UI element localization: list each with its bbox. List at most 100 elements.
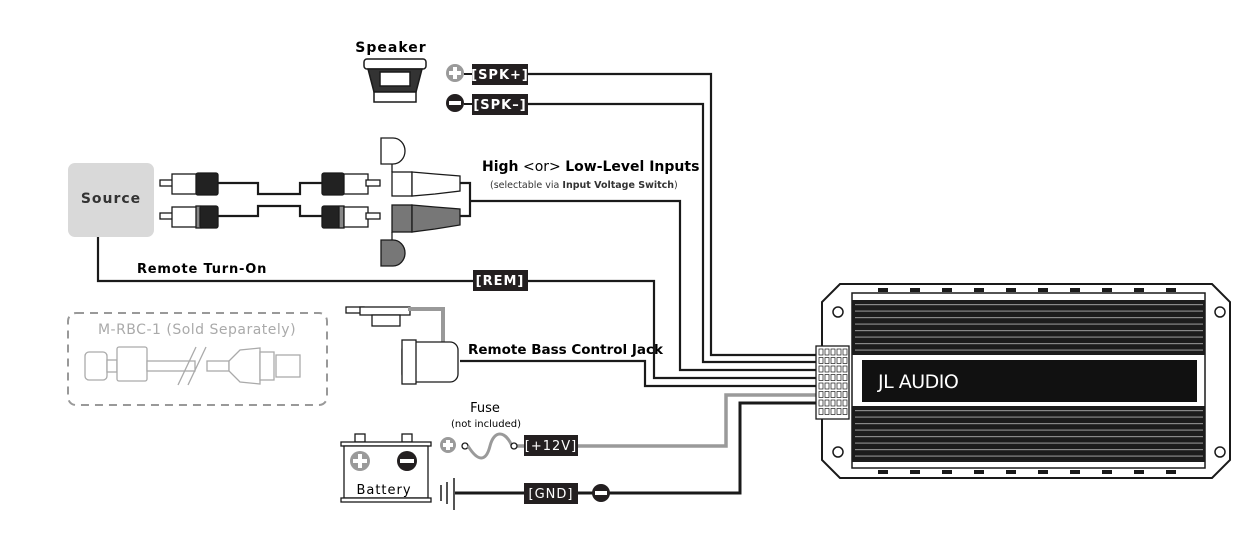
negative-terminal-icon bbox=[446, 94, 472, 112]
screw-icon bbox=[910, 470, 920, 474]
connector-pin bbox=[836, 391, 842, 398]
screw-icon bbox=[1006, 288, 1016, 292]
spk-pos-tag: [SPK+] bbox=[471, 64, 529, 85]
connector-pin bbox=[818, 365, 824, 373]
connector-pin bbox=[818, 357, 824, 364]
connector-pin bbox=[830, 391, 836, 398]
connector-pin bbox=[842, 408, 848, 415]
amplifier-logo-band bbox=[862, 360, 1197, 402]
connector-pin bbox=[818, 408, 824, 415]
wire-rca-2 bbox=[218, 204, 322, 218]
connector-pin bbox=[836, 374, 842, 381]
connector-pin bbox=[836, 399, 842, 407]
connector-pin bbox=[842, 348, 848, 356]
battery-label: Battery bbox=[356, 483, 411, 498]
amplifier: JL AUDIO bbox=[815, 283, 1231, 479]
wire-rca-1 bbox=[218, 181, 322, 196]
inputs-sub-a: (selectable via bbox=[490, 180, 559, 191]
amplifier-connector bbox=[815, 345, 850, 420]
connector-pin bbox=[830, 408, 836, 415]
input-adapter-icon bbox=[380, 137, 461, 267]
rca-plug-icon bbox=[321, 205, 381, 229]
connector-pin bbox=[836, 348, 842, 356]
connector-pin bbox=[836, 408, 842, 415]
connector-pin bbox=[818, 374, 824, 381]
inputs-sub-c: ) bbox=[674, 180, 678, 191]
svg-text:[+12V]: [+12V] bbox=[525, 439, 577, 454]
screw-icon bbox=[942, 288, 952, 292]
negative-terminal-icon bbox=[592, 484, 610, 502]
remote-turn-on-label: Remote Turn-On bbox=[137, 262, 267, 277]
wire-12v bbox=[516, 393, 818, 448]
wire-gnd bbox=[455, 401, 818, 495]
connector-pin bbox=[824, 399, 830, 407]
source-label: Source bbox=[81, 191, 141, 207]
connector-pin bbox=[830, 382, 836, 390]
connector-pin bbox=[818, 382, 824, 390]
svg-text:[SPK–]: [SPK–] bbox=[473, 98, 526, 113]
connector-pins bbox=[818, 348, 848, 415]
wire-spk-pos bbox=[528, 72, 818, 357]
connector-pin bbox=[824, 391, 830, 398]
heatsink-fins bbox=[852, 288, 1205, 474]
mrbc-label: M-RBC-1 (Sold Separately) bbox=[98, 322, 296, 338]
connector-pin bbox=[824, 357, 830, 364]
v12-tag: [+12V] bbox=[524, 435, 578, 456]
svg-text:[SPK+]: [SPK+] bbox=[471, 68, 529, 83]
inputs-title-or: <or> bbox=[523, 159, 561, 175]
wire-remote bbox=[96, 237, 818, 380]
screw-icon bbox=[1070, 288, 1080, 292]
connector-pin bbox=[842, 399, 848, 407]
connector-pin bbox=[818, 348, 824, 356]
inputs-title-a: High bbox=[482, 159, 519, 175]
fin-line bbox=[855, 304, 1203, 306]
fin-line bbox=[855, 330, 1203, 332]
fin-line bbox=[855, 343, 1203, 345]
connector-pin bbox=[818, 391, 824, 398]
connector-pin bbox=[836, 382, 842, 390]
screw-icon bbox=[1102, 470, 1112, 474]
screw-icon bbox=[878, 288, 888, 292]
connector-pin bbox=[842, 365, 848, 373]
wire-inputs-main bbox=[470, 199, 818, 372]
rbc-jack-icon bbox=[345, 306, 459, 385]
connector-pin bbox=[842, 357, 848, 364]
connector-pin bbox=[824, 408, 830, 415]
connector-pin bbox=[824, 348, 830, 356]
connector-pin bbox=[824, 382, 830, 390]
source-box bbox=[68, 163, 154, 237]
connector-pin bbox=[842, 391, 848, 398]
fin-line bbox=[855, 323, 1203, 325]
rca-plug-icon bbox=[159, 172, 219, 196]
rca-plug-icon bbox=[159, 205, 219, 229]
screw-icon bbox=[974, 288, 984, 292]
fin-line bbox=[855, 436, 1203, 438]
fin-line bbox=[855, 423, 1203, 425]
screw-icon bbox=[1166, 470, 1176, 474]
screw-icon bbox=[1038, 470, 1048, 474]
fuse-icon bbox=[440, 432, 518, 460]
screw-icon bbox=[1166, 288, 1176, 292]
wire-spk-neg bbox=[528, 102, 818, 364]
screw-icon bbox=[1006, 470, 1016, 474]
connector-pin bbox=[842, 374, 848, 381]
connector-pin bbox=[842, 382, 848, 390]
fin-line bbox=[855, 349, 1203, 351]
screw-icon bbox=[942, 470, 952, 474]
fin-line bbox=[855, 317, 1203, 319]
rca-plugs bbox=[159, 172, 381, 229]
fuse-note: (not included) bbox=[451, 419, 521, 430]
battery-icon bbox=[340, 433, 432, 503]
connector-pin bbox=[830, 348, 836, 356]
screw-icon bbox=[1134, 470, 1144, 474]
wire-inputs bbox=[460, 181, 472, 218]
connector-pin bbox=[836, 365, 842, 373]
screw-icon bbox=[1038, 288, 1048, 292]
fin-line bbox=[855, 410, 1203, 412]
fuse-label: Fuse bbox=[470, 401, 500, 416]
screw-icon bbox=[878, 470, 888, 474]
svg-text:[REM]: [REM] bbox=[476, 274, 525, 289]
svg-text:[GND]: [GND] bbox=[529, 487, 574, 502]
